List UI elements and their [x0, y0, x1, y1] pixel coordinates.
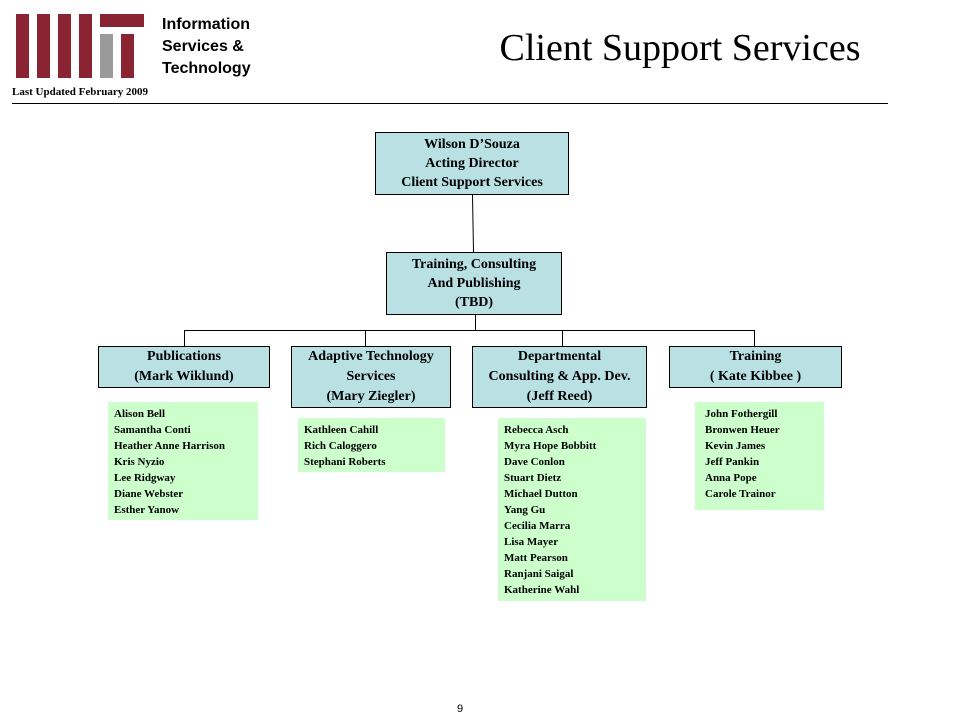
dept-line: (Mark Wiklund)	[134, 369, 234, 384]
dept-box-adaptive-technology: Adaptive Technology Services (Mary Ziegl…	[291, 346, 451, 408]
member-name: Kevin James	[705, 440, 766, 452]
mit-logo	[16, 14, 144, 78]
dept-line: ( Kate Kibbee )	[709, 369, 802, 384]
org-name: Information Services & Technology	[162, 14, 302, 80]
member-name: Myra Hope Bobbitt	[504, 440, 597, 452]
member-name: Esther Yanow	[114, 504, 180, 516]
group-box: Training, Consulting And Publishing (TBD…	[386, 252, 562, 315]
member-name: Jeff Pankin	[705, 456, 760, 468]
connector-director-group	[472, 194, 474, 253]
member-name: Kris Nyzio	[114, 456, 165, 468]
member-list-departmental-consulting: Rebecca Asch Myra Hope Bobbitt Dave Conl…	[498, 418, 646, 601]
member-list-publications: Alison Bell Samantha Conti Heather Anne …	[108, 402, 258, 520]
org-name-line: Services &	[162, 38, 244, 55]
member-name: Rebecca Asch	[504, 424, 569, 436]
member-name: Bronwen Heuer	[705, 424, 780, 436]
group-line: And Publishing	[427, 276, 521, 291]
member-name: Kathleen Cahill	[304, 424, 379, 436]
member-name: Samantha Conti	[114, 424, 191, 436]
member-name: Lee Ridgway	[114, 472, 176, 484]
director-role: Acting Director	[425, 156, 519, 171]
dept-line: Adaptive Technology	[308, 349, 434, 364]
director-box: Wilson D’Souza Acting Director Client Su…	[375, 132, 569, 195]
member-list-training: John Fothergill Bronwen Heuer Kevin Jame…	[695, 402, 824, 510]
dept-line: Departmental	[517, 349, 602, 364]
member-name: Lisa Mayer	[504, 536, 559, 548]
group-line: (TBD)	[454, 295, 494, 310]
member-name: Dave Conlon	[504, 456, 565, 468]
member-name: Matt Pearson	[504, 552, 568, 564]
dept-box-training: Training ( Kate Kibbee )	[669, 346, 842, 388]
member-name: Anna Pope	[705, 472, 757, 484]
dept-box-publications: Publications (Mark Wiklund)	[98, 346, 270, 388]
page-title: Client Support Services	[499, 27, 861, 69]
dept-box-departmental-consulting: Departmental Consulting & App. Dev. (Jef…	[472, 346, 647, 408]
director-name: Wilson D’Souza	[424, 137, 520, 152]
member-name: Ranjani Saigal	[504, 568, 574, 580]
director-unit: Client Support Services	[401, 175, 543, 190]
member-list-adaptive-technology: Kathleen Cahill Rich Caloggero Stephani …	[298, 418, 445, 472]
dept-line: Publications	[147, 349, 221, 364]
dept-line: (Mary Ziegler)	[326, 389, 416, 404]
org-name-line: Technology	[162, 60, 251, 77]
header-divider	[12, 103, 888, 104]
member-name: Katherine Wahl	[504, 584, 580, 596]
member-name: Alison Bell	[114, 408, 166, 420]
page-number: 9	[456, 703, 464, 715]
member-name: Stuart Dietz	[504, 472, 562, 484]
member-name: Stephani Roberts	[304, 456, 386, 468]
member-name: Cecilia Marra	[504, 520, 571, 532]
member-name: Yang Gu	[504, 504, 546, 516]
org-name-line: Information	[162, 16, 250, 33]
dept-line: Consulting & App. Dev.	[488, 369, 631, 384]
member-name: John Fothergill	[705, 408, 778, 420]
dept-line: Services	[346, 369, 396, 384]
member-name: Rich Caloggero	[304, 440, 377, 452]
member-name: Diane Webster	[114, 488, 184, 500]
last-updated: Last Updated February 2009	[12, 86, 148, 98]
member-name: Heather Anne Harrison	[114, 440, 226, 452]
dept-line: Training	[729, 349, 782, 364]
member-name: Michael Dutton	[504, 488, 578, 500]
member-name: Carole Trainor	[705, 488, 776, 500]
group-line: Training, Consulting	[411, 257, 537, 272]
dept-line: (Jeff Reed)	[526, 389, 593, 404]
